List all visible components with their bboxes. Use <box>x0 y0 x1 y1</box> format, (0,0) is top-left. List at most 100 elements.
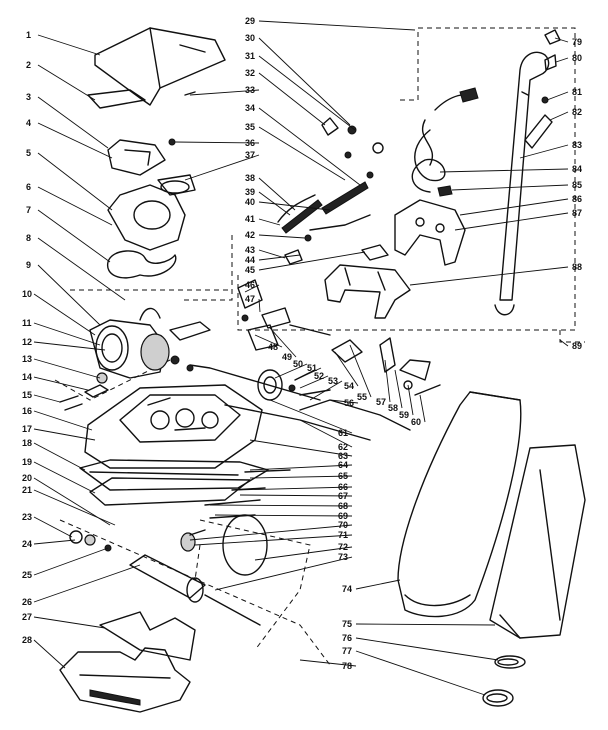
part-label-31: 31 <box>245 51 255 61</box>
leader-line-13 <box>33 358 101 379</box>
part-label-44: 44 <box>245 255 255 265</box>
part-label-3: 3 <box>26 92 31 102</box>
part-label-74: 74 <box>342 584 352 594</box>
leader-line-12 <box>33 341 106 351</box>
leader-line-71 <box>194 534 353 546</box>
part-label-38: 38 <box>245 173 255 183</box>
part-label-28: 28 <box>22 635 32 645</box>
part-label-43: 43 <box>245 245 255 255</box>
part-label-76: 76 <box>342 633 352 643</box>
part-label-51: 51 <box>307 363 317 373</box>
part-69-72-belt-ring <box>180 514 268 576</box>
leader-line-57 <box>384 359 391 403</box>
part-label-34: 34 <box>245 103 255 113</box>
leader-line-47 <box>258 298 261 313</box>
part-label-8: 8 <box>26 233 31 243</box>
part-label-72: 72 <box>338 542 348 552</box>
leader-line-66 <box>234 486 353 491</box>
leader-line-64 <box>249 464 353 471</box>
part-label-57: 57 <box>376 397 386 407</box>
part-cover-1 <box>94 27 226 106</box>
leader-line-73 <box>214 556 353 591</box>
leader-line-29 <box>258 20 416 31</box>
leader-line-85 <box>451 184 569 191</box>
part-5-6-fan-housing <box>107 174 196 251</box>
part-75-outer-bag <box>489 444 586 639</box>
leader-line-6 <box>37 186 113 226</box>
part-label-81: 81 <box>572 87 582 97</box>
leader-line-42 <box>258 234 306 239</box>
part-label-48: 48 <box>268 342 278 352</box>
part-label-60: 60 <box>411 417 421 427</box>
leader-line-35 <box>258 126 346 181</box>
leader-line-48 <box>254 334 283 348</box>
leader-line-76 <box>355 637 499 661</box>
leader-line-44 <box>258 254 301 261</box>
leader-line-32 <box>258 72 326 126</box>
leader-line-33 <box>189 89 260 96</box>
leader-line-84 <box>439 168 569 173</box>
part-label-11: 11 <box>22 318 32 328</box>
part-28-nozzle-base <box>59 647 191 713</box>
part-label-30: 30 <box>245 33 255 43</box>
part-3-4-headlight <box>107 138 176 176</box>
part-19-base-plate <box>89 477 251 506</box>
leader-line-40 <box>258 201 331 211</box>
leader-line-37 <box>184 154 260 181</box>
part-label-27: 27 <box>22 612 32 622</box>
part-27-bottom-plate <box>99 611 196 661</box>
part-label-2: 2 <box>26 60 31 70</box>
part-label-64: 64 <box>338 460 348 470</box>
part-label-40: 40 <box>245 197 255 207</box>
part-84-85-cord <box>411 87 479 197</box>
leader-line-50 <box>274 363 308 379</box>
leader-line-14 <box>33 376 89 391</box>
part-label-89: 89 <box>572 341 582 351</box>
leader-line-18 <box>33 442 86 471</box>
part-label-70: 70 <box>338 520 348 530</box>
part-label-73: 73 <box>338 552 348 562</box>
part-16-17-base-housing <box>84 384 263 469</box>
part-13-14-15-small-parts <box>59 372 109 411</box>
leader-line-27 <box>33 616 106 629</box>
part-label-37: 37 <box>245 150 255 160</box>
leader-line-58 <box>394 369 403 409</box>
part-18-bumper <box>79 459 269 491</box>
leader-line-17 <box>33 428 96 441</box>
leader-line-49 <box>269 327 297 358</box>
part-label-12: 12 <box>22 337 32 347</box>
leader-line-9 <box>37 264 101 326</box>
part-label-42: 42 <box>245 230 255 240</box>
leader-line-30 <box>258 37 351 126</box>
leader-line-10 <box>33 293 96 336</box>
part-label-6: 6 <box>26 182 31 192</box>
part-label-17: 17 <box>22 424 32 434</box>
part-label-65: 65 <box>338 471 348 481</box>
part-label-14: 14 <box>22 372 32 382</box>
leader-line-34 <box>258 107 361 186</box>
part-label-25: 25 <box>22 570 32 580</box>
leader-line-51 <box>294 367 322 381</box>
leader-line-65 <box>249 475 353 479</box>
leader-line-63 <box>249 439 353 457</box>
part-label-58: 58 <box>388 403 398 413</box>
part-label-46: 46 <box>245 280 255 290</box>
leader-line-38 <box>258 177 296 211</box>
leader-line-1 <box>37 34 101 56</box>
leader-line-15 <box>33 394 61 403</box>
part-45-48-bracket <box>237 279 291 351</box>
leader-line-72 <box>254 546 353 561</box>
part-label-61: 61 <box>338 428 348 438</box>
part-label-5: 5 <box>26 148 31 158</box>
part-label-84: 84 <box>572 164 582 174</box>
part-79-83-handle <box>494 29 561 316</box>
part-label-1: 1 <box>26 30 31 40</box>
leader-line-59 <box>407 384 414 416</box>
part-label-52: 52 <box>314 371 324 381</box>
leader-line-41 <box>258 218 281 226</box>
part-74-bag <box>397 391 522 618</box>
leader-line-5 <box>37 152 113 211</box>
part-label-24: 24 <box>22 539 32 549</box>
leader-line-86 <box>459 198 569 216</box>
